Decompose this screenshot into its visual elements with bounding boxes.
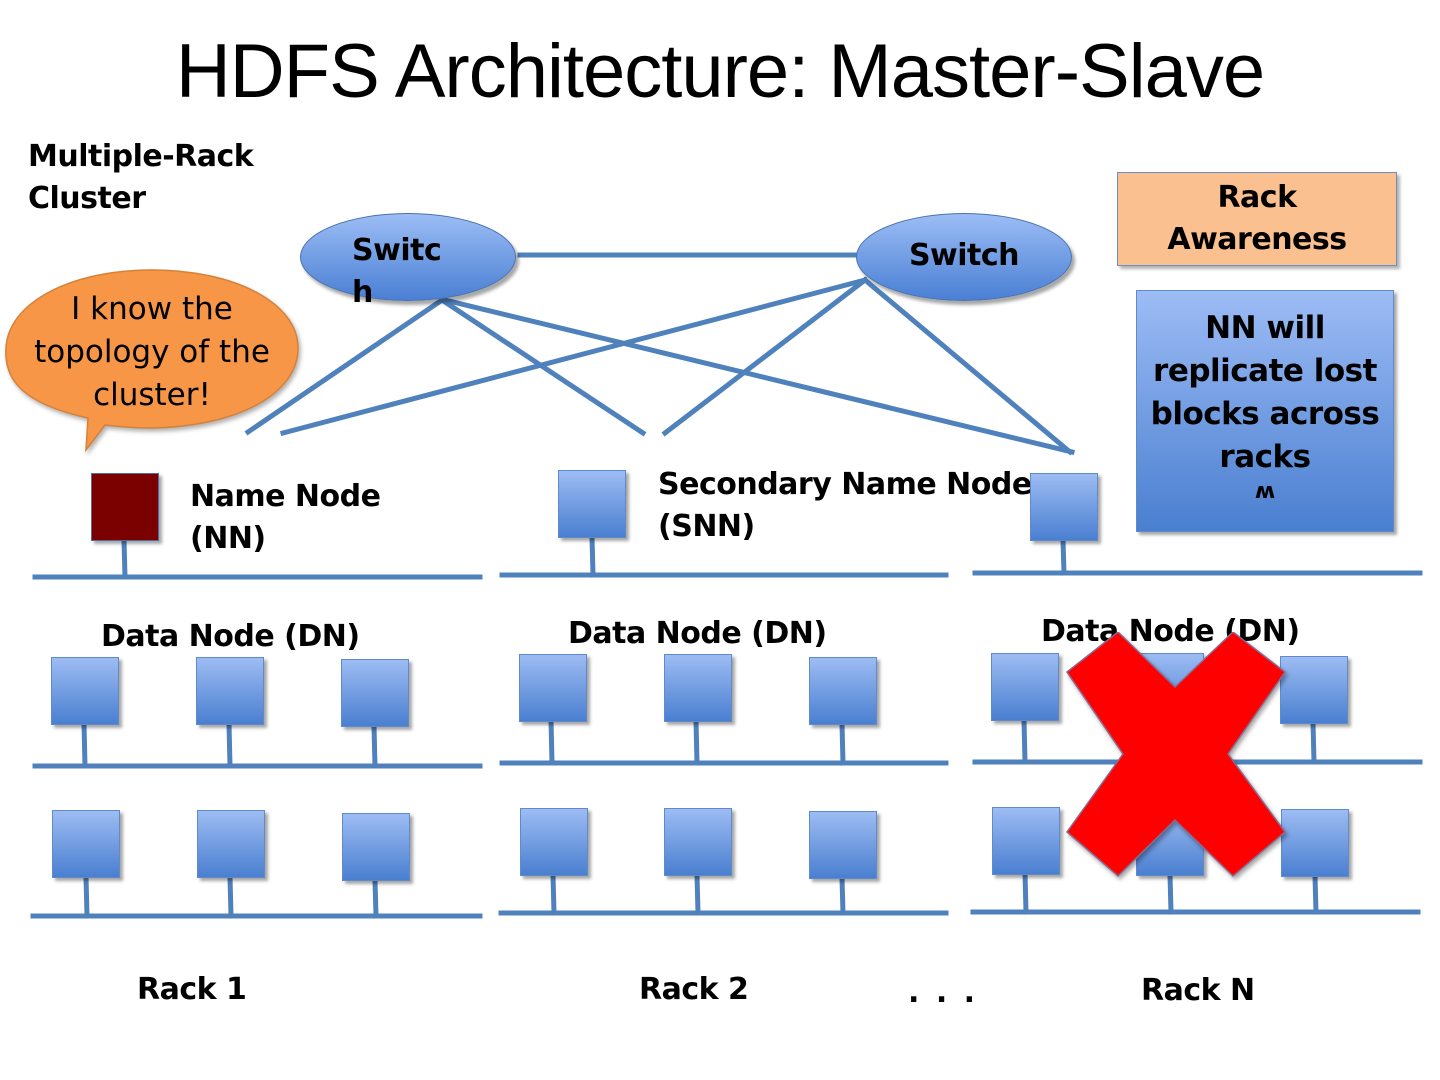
secondary-name-node[interactable]	[558, 470, 626, 538]
switch-1[interactable]: Switc h	[300, 213, 516, 310]
rack-failure-x-icon	[1065, 632, 1287, 878]
rack-awareness-label: Rack Awareness	[1167, 180, 1347, 257]
data-node[interactable]	[520, 808, 588, 876]
uplink	[244, 296, 446, 436]
data-node[interactable]	[51, 657, 119, 725]
switch-2[interactable]: Switch	[856, 213, 1072, 301]
switch-2-label: Switch	[908, 238, 1020, 273]
rack-ellipsis: . . .	[908, 975, 979, 1010]
rack-1-data-node-label: Data Node (DN)	[101, 619, 360, 654]
replication-note-box: NN will replicate lost blocks across rac…	[1136, 290, 1394, 532]
uplink	[441, 296, 1076, 456]
rack-awareness-box: Rack Awareness	[1117, 172, 1397, 266]
callout-bubble	[5, 269, 299, 453]
name-node[interactable]	[91, 473, 159, 541]
rack-n-top-node[interactable]	[1030, 473, 1098, 541]
data-node[interactable]	[809, 811, 877, 879]
data-node[interactable]	[197, 810, 265, 878]
callout-text: I know the topology of the cluster!	[34, 291, 270, 413]
rack-n-data-node-label: Data Node (DN)	[1041, 614, 1300, 649]
slide-title: HDFS Architecture: Master-Slave	[175, 29, 1265, 114]
replication-note-text: NN will replicate lost blocks across rac…	[1150, 310, 1380, 475]
data-node[interactable]	[664, 654, 732, 722]
rack-2-label: Rack 2	[639, 972, 749, 1007]
data-node[interactable]	[519, 654, 587, 722]
note-symbol: ʍ	[1254, 479, 1276, 504]
rack-1-label: Rack 1	[137, 972, 247, 1007]
data-node[interactable]	[664, 808, 732, 876]
uplink	[279, 276, 869, 437]
rack-n-label: Rack N	[1141, 973, 1255, 1008]
data-node[interactable]	[196, 657, 264, 725]
data-node[interactable]	[809, 657, 877, 725]
secondary-name-node-label: Secondary Name Node (SNN)	[658, 467, 1032, 544]
switch-1-label: Switc h	[352, 233, 442, 310]
data-node[interactable]	[991, 653, 1059, 721]
data-node[interactable]	[992, 807, 1060, 875]
data-node[interactable]	[1280, 656, 1348, 724]
cluster-label: Multiple-Rack Cluster	[28, 139, 254, 216]
data-node[interactable]	[342, 813, 410, 881]
data-node[interactable]	[1281, 809, 1349, 877]
data-node[interactable]	[341, 659, 409, 727]
name-node-label: Name Node (NN)	[190, 479, 381, 556]
uplink	[661, 276, 869, 437]
data-node[interactable]	[52, 810, 120, 878]
rack-2-data-node-label: Data Node (DN)	[568, 616, 827, 651]
uplink	[861, 276, 1074, 456]
